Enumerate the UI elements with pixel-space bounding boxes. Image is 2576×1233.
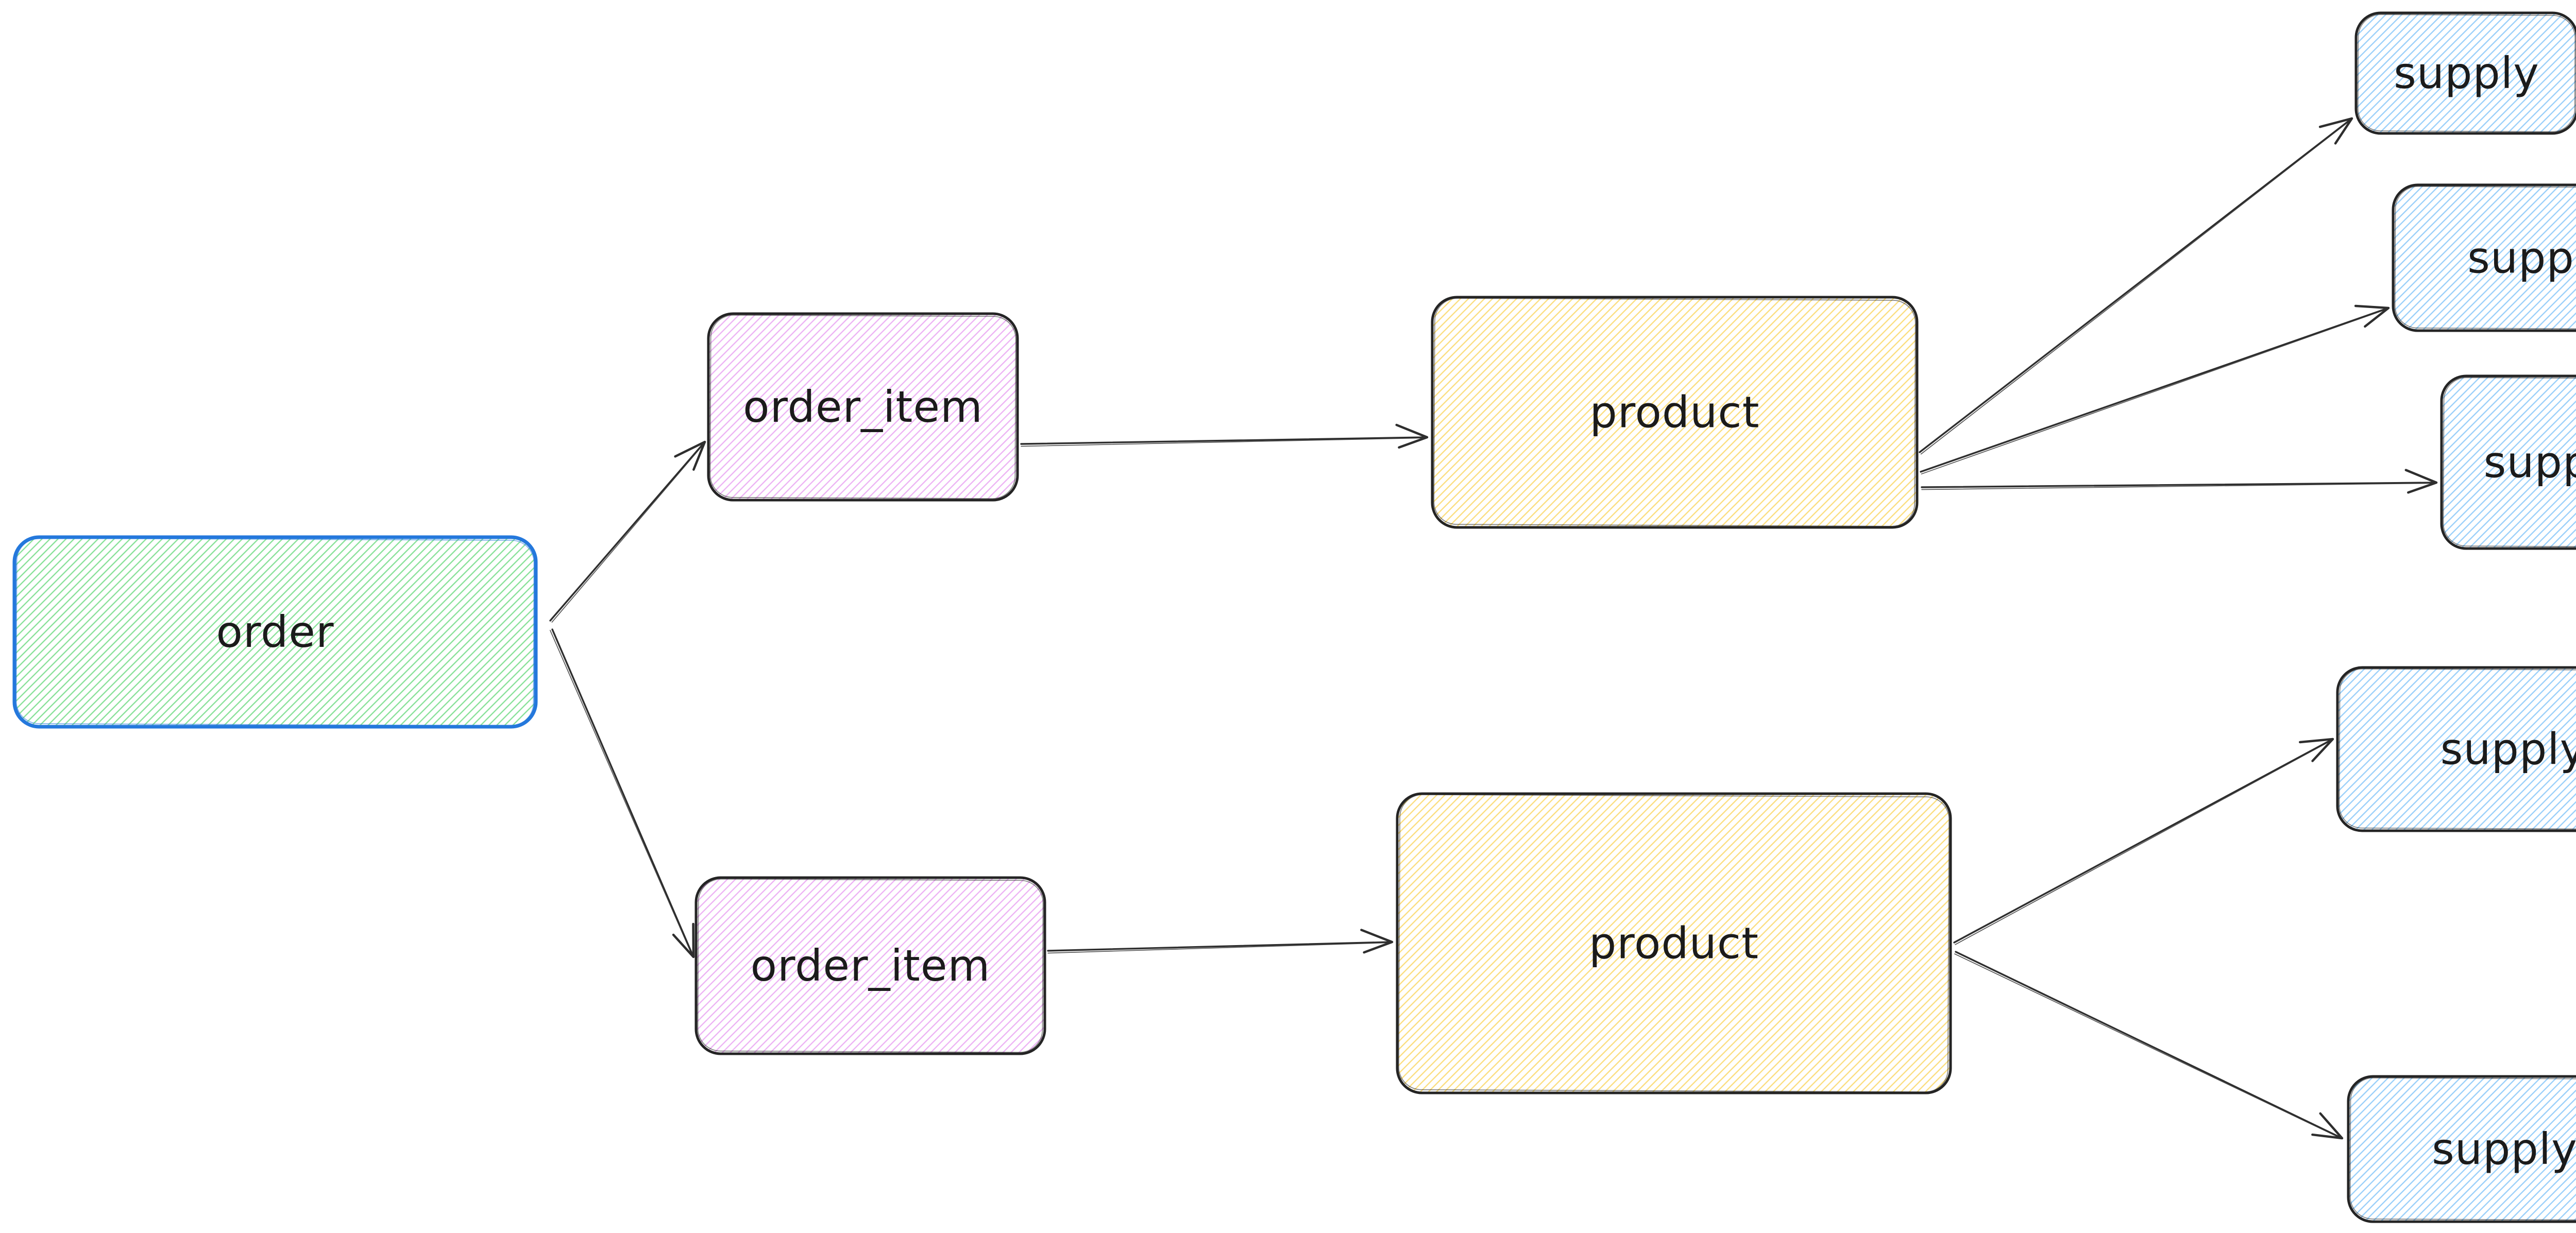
arrow-shaft-sketch-line <box>1954 953 2343 1139</box>
arrow-shaft-sketch-line <box>1920 118 2353 455</box>
node-box-sketch-line <box>1433 298 1916 527</box>
arrow-shaft <box>1047 941 1393 952</box>
arrow-shaft <box>549 441 706 622</box>
arrow-shaft <box>1921 482 2437 488</box>
node-box[interactable] <box>1431 296 1919 529</box>
node-box-sketch-line <box>15 538 535 726</box>
node-box-sketch-line <box>2357 14 2576 132</box>
node-label: order <box>216 607 334 657</box>
arrow-shaft <box>1020 436 1428 445</box>
edges-layer <box>549 117 2438 1140</box>
node-label: order_item <box>743 382 983 432</box>
node-label: product <box>1589 918 1759 969</box>
node-supply-1[interactable]: supply <box>2354 11 2576 135</box>
arrow-shaft-sketch-line <box>1921 483 2437 490</box>
arrow-head <box>2318 117 2353 145</box>
arrow-head <box>674 440 706 471</box>
node-box[interactable] <box>2347 1075 2576 1223</box>
node-box-sketch-line <box>1398 794 1950 1093</box>
node-box-sketch-line <box>2394 186 2576 330</box>
node-box-sketch-line <box>709 315 1016 499</box>
edge-order-item-2-to-product-2 <box>1047 929 1394 954</box>
node-label: supply <box>2467 233 2576 283</box>
node-supply-5[interactable]: supply <box>2347 1075 2576 1223</box>
nodes-layer: orderorder_itemorder_itemproductproducts… <box>12 11 2576 1223</box>
arrow-head <box>2299 738 2334 762</box>
arrow-head <box>2404 469 2438 494</box>
node-order[interactable]: order <box>12 535 538 729</box>
edge-order-item-1-to-product-1 <box>1020 423 1429 449</box>
arrow-shaft-sketch-line <box>1021 437 1428 447</box>
arrow-shaft-sketch-line <box>1955 739 2334 945</box>
arrow-shaft-sketch-line <box>551 441 706 623</box>
node-order-item-1[interactable]: order_item <box>707 312 1019 502</box>
node-supply-4[interactable]: supply <box>2336 666 2576 832</box>
node-label: product <box>1589 387 1759 438</box>
edge-product-2-to-supply-4 <box>1953 738 2334 945</box>
node-order-item-2[interactable]: order_item <box>694 876 1046 1055</box>
arrow-head <box>1395 423 1429 449</box>
node-box[interactable] <box>12 535 538 729</box>
arrow-head <box>2354 304 2390 328</box>
arrow-shaft <box>1955 951 2343 1139</box>
edge-order-to-order-item-2 <box>550 628 695 958</box>
edge-product-1-to-supply-3 <box>1921 469 2438 494</box>
arrow-head <box>1360 929 1394 954</box>
arrow-shaft <box>1919 117 2353 453</box>
arrow-shaft-sketch-line <box>550 629 693 958</box>
arrow-head <box>2311 1112 2344 1140</box>
node-box[interactable] <box>2336 666 2576 832</box>
arrow-shaft-sketch-line <box>1047 942 1393 954</box>
node-box-sketch-line <box>2443 377 2576 547</box>
arrow-shaft <box>1920 307 2389 473</box>
node-box[interactable] <box>2440 374 2576 550</box>
node-label: supply <box>2432 1124 2576 1174</box>
node-label: supply <box>2394 48 2539 98</box>
arrow-head <box>672 922 695 958</box>
arrow-shaft <box>1953 738 2334 944</box>
node-box-sketch-line <box>2338 668 2576 830</box>
edge-product-1-to-supply-2 <box>1920 304 2390 475</box>
node-box[interactable] <box>694 876 1046 1055</box>
node-box-sketch-line <box>697 878 1044 1053</box>
node-box[interactable] <box>1396 792 1952 1094</box>
edge-product-1-to-supply-1 <box>1919 117 2353 455</box>
node-supply-2[interactable]: supply <box>2392 183 2576 332</box>
node-supply-3[interactable]: supply <box>2440 374 2576 550</box>
node-label: order_item <box>751 940 991 991</box>
node-box[interactable] <box>2392 183 2576 332</box>
edge-order-to-order-item-1 <box>549 440 706 623</box>
node-box[interactable] <box>707 312 1019 502</box>
node-product-2[interactable]: product <box>1396 792 1952 1094</box>
node-box-sketch-line <box>2349 1077 2576 1221</box>
node-product-1[interactable]: product <box>1431 296 1919 529</box>
edge-product-2-to-supply-5 <box>1954 951 2344 1140</box>
node-label: supply <box>2441 724 2576 775</box>
node-box[interactable] <box>2354 11 2576 135</box>
node-label: supply <box>2484 437 2576 488</box>
arrow-shaft-sketch-line <box>1921 308 2389 475</box>
arrow-shaft <box>551 628 694 958</box>
